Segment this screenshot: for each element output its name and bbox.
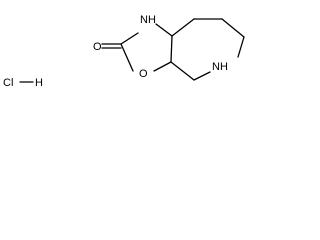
atom-label-chloride: Cl (3, 77, 13, 89)
atom-label-ring-o: O (139, 68, 148, 80)
bond-n1-c7a (155, 23, 173, 37)
molecule-svg: NH O O NH Cl H (3, 14, 245, 89)
bond-c7a-c7 (171, 18, 195, 37)
atom-label-nh: NH (140, 14, 156, 26)
atom-label-oxo-o: O (93, 41, 102, 53)
atom-label-ring-nh: NH (212, 61, 228, 73)
bond-c2-n1 (120, 32, 139, 45)
structure-drawing: NH O O NH Cl H (0, 0, 262, 95)
bond-o3-c2 (120, 43, 134, 72)
atom-label-hydrogen: H (35, 77, 43, 89)
bond-c3a-o3 (153, 61, 172, 72)
bond-n-c4 (193, 71, 211, 81)
bond-c5-n (237, 36, 245, 58)
bond-c7a-c3a (170, 35, 173, 63)
bond-c4-c3a (170, 61, 195, 81)
bond-c6-c5 (221, 18, 245, 38)
